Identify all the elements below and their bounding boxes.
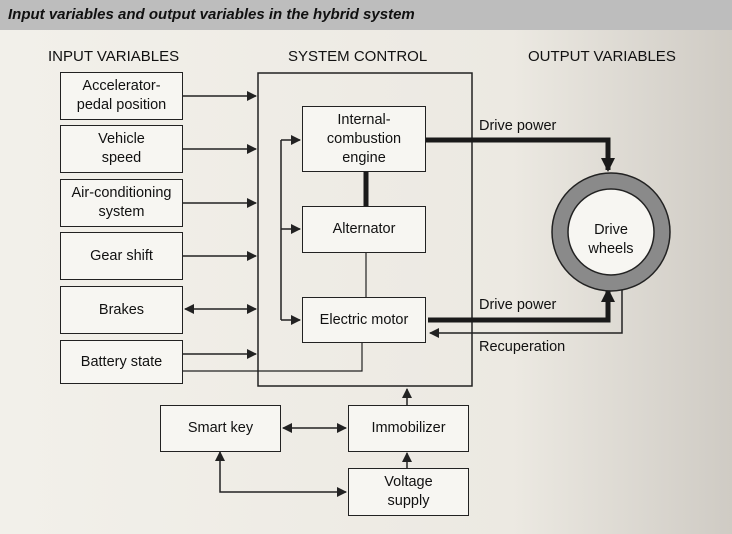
engine-drive-power-arrow <box>426 137 615 172</box>
drive-wheel-ring <box>552 173 670 291</box>
header-bar: Input variables and output variables in … <box>0 0 732 30</box>
immobilizer-box: Immobilizer <box>348 405 469 452</box>
smart-key-box: Smart key <box>160 405 281 452</box>
input-speed-box: Vehicle speed <box>60 125 183 173</box>
drive-wheel-outer-edge <box>551 172 671 292</box>
drive-power-top-label: Drive power <box>479 118 557 134</box>
drive-power-bottom-label: Drive power <box>479 297 557 313</box>
input-gear-box: Gear shift <box>60 232 183 280</box>
output-column-title: OUTPUT VARIABLES <box>528 48 676 65</box>
voltage-supply-box: Voltage supply <box>348 468 469 516</box>
battery-to-motor-line <box>183 343 363 372</box>
input-accelerator-box: Accelerator- pedal position <box>60 72 183 120</box>
input-battery-box: Battery state <box>60 340 183 384</box>
motor-drive-power-arrow <box>428 288 615 323</box>
input-column-title: INPUT VARIABLES <box>48 48 180 65</box>
alternator-box: Alternator <box>302 206 426 253</box>
recuperation-label: Recuperation <box>479 339 566 355</box>
control-column-title: SYSTEM CONTROL <box>288 48 428 65</box>
input-aircon-box: Air-conditioning system <box>60 179 183 227</box>
drive-wheel-inner-edge <box>567 188 655 276</box>
system-control-frame <box>257 72 473 387</box>
diagram-title: Input variables and output variables in … <box>8 6 415 23</box>
drive-wheels-label: Drive wheels <box>588 222 634 257</box>
input-brakes-box: Brakes <box>60 286 183 334</box>
voltage-smartkey-arrow <box>215 451 347 497</box>
engine-box: Internal- combustion engine <box>302 106 426 172</box>
electric-motor-box: Electric motor <box>302 297 426 343</box>
recuperation-arrow <box>429 288 623 338</box>
